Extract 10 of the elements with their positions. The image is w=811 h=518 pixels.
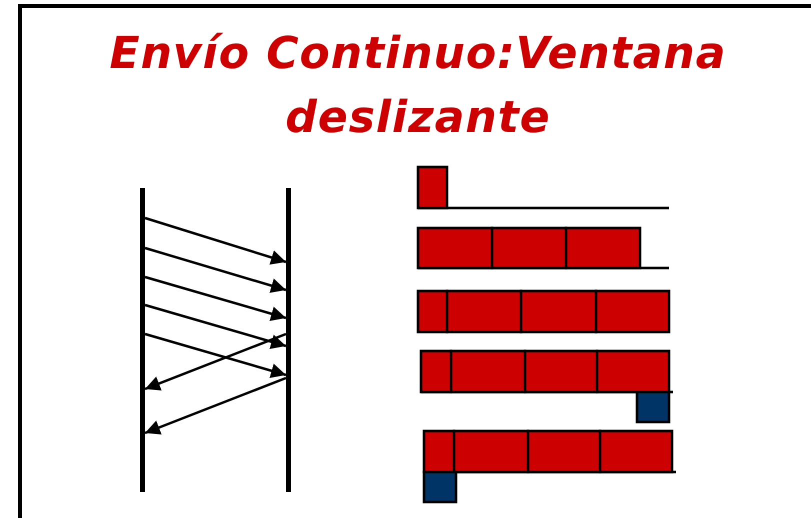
message-arrow	[144, 276, 286, 322]
message-arrow	[144, 246, 286, 293]
timeline-bar	[140, 188, 145, 492]
message-arrow	[144, 216, 286, 265]
message-arrow	[144, 304, 286, 350]
timeline-bar	[286, 188, 291, 492]
message-arrow	[144, 332, 286, 391]
message-arrow	[144, 332, 286, 378]
message-arrow	[144, 376, 286, 435]
title: Envío Continuo:Ventana deslizante	[108, 27, 728, 145]
